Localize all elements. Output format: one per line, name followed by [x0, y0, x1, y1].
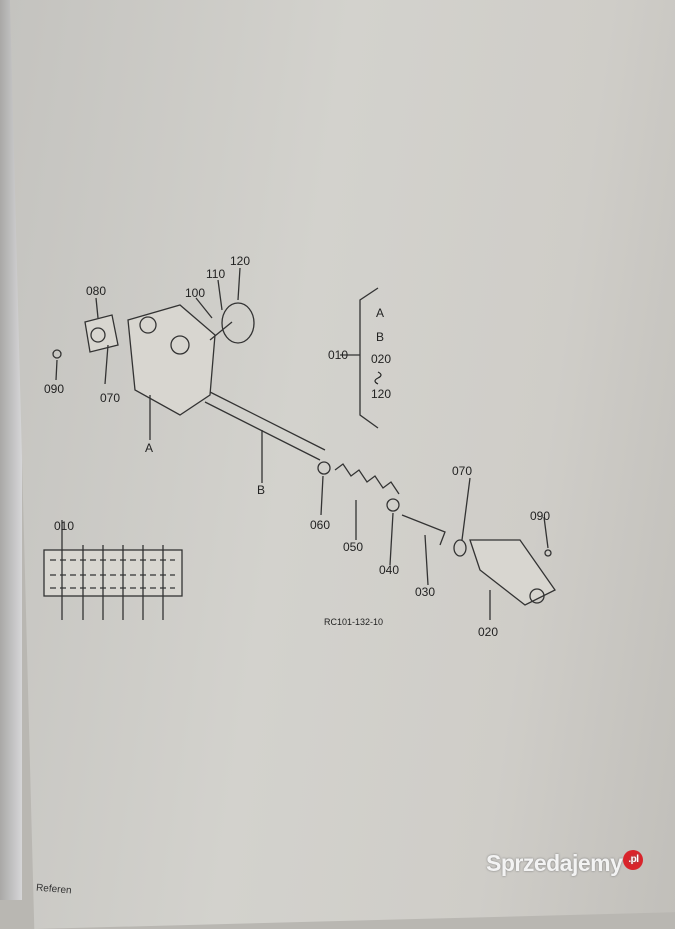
valve-assembly-thumbnail: [43, 549, 183, 597]
label-040: 040: [379, 563, 399, 577]
bolt-090: [52, 349, 62, 359]
washer-060: [317, 461, 331, 475]
body-port: [170, 335, 190, 355]
label-B: B: [257, 483, 265, 497]
leader-lines: [55, 267, 549, 620]
label-090b: 090: [530, 509, 550, 523]
label-010: 010: [54, 519, 74, 533]
legend-ref: 010: [328, 348, 348, 362]
o-ring-120: [221, 302, 255, 344]
plug-110: [209, 321, 233, 341]
label-090: 090: [44, 382, 64, 396]
legend-B: B: [376, 330, 384, 344]
figure-code: RC101-132-10: [324, 617, 383, 627]
cap-020: [469, 539, 556, 606]
spring-050: [334, 463, 400, 495]
cap-port: [529, 588, 545, 604]
label-070b: 070: [452, 464, 472, 478]
assembly-spools: [61, 520, 164, 620]
legend-range-symbol: [374, 371, 382, 385]
label-070: 070: [100, 391, 120, 405]
watermark-text: Sprzedajemy: [486, 850, 623, 876]
legend-020: 020: [371, 352, 391, 366]
cover-port: [90, 327, 106, 343]
label-060: 060: [310, 518, 330, 532]
washer-040: [386, 498, 400, 512]
label-120: 120: [230, 254, 250, 268]
label-100: 100: [185, 286, 205, 300]
bolt-090b: [544, 549, 552, 557]
label-020: 020: [478, 625, 498, 639]
watermark-badge: .pl: [623, 850, 644, 870]
label-080: 080: [86, 284, 106, 298]
spool: [204, 391, 326, 461]
legend-A: A: [376, 306, 384, 320]
label-030: 030: [415, 585, 435, 599]
o-ring-070: [453, 539, 467, 557]
body-port: [139, 316, 157, 334]
cover-080: [84, 314, 119, 353]
rod-030: [401, 514, 446, 546]
watermark: Sprzedajemy.pl: [486, 850, 644, 877]
assembly-sections: [50, 559, 175, 589]
legend-bracket: [340, 287, 379, 429]
label-A: A: [145, 441, 153, 455]
label-050: 050: [343, 540, 363, 554]
legend-120: 120: [371, 387, 391, 401]
exploded-parts-diagram: 120 110 100 080 090 070 A B 060 050 040 …: [43, 254, 556, 639]
label-110: 110: [206, 267, 225, 281]
